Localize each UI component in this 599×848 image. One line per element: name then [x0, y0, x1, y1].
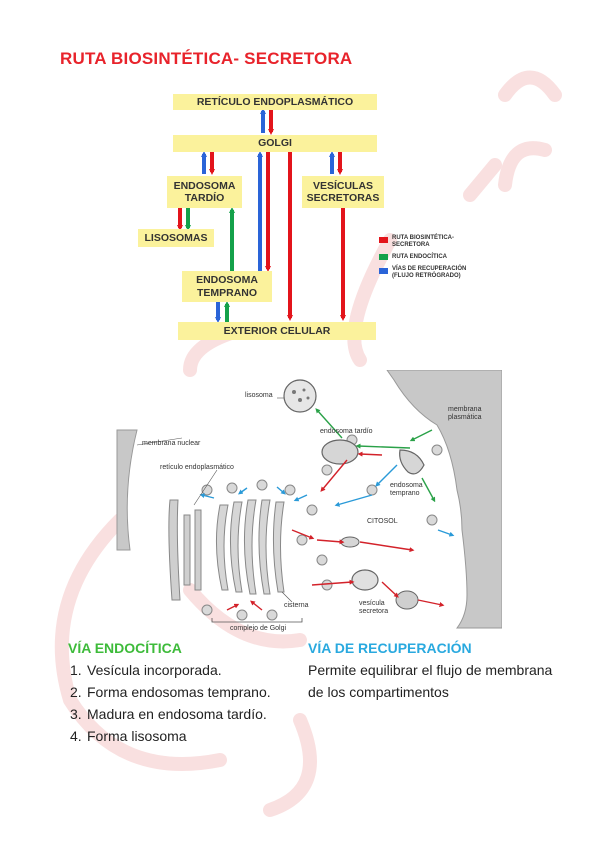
label-vesicula-secretora: vesícula secretora [359, 600, 389, 615]
box-lisosomas: LISOSOMAS [138, 229, 214, 247]
label-membrana-plasmatica: membrana plasmática [448, 406, 482, 421]
label-reticulo: retículo endoplasmático [160, 464, 234, 471]
endocitica-list: 1.Vesícula incorporada. 2.Forma endosoma… [70, 659, 271, 747]
lisosoma-organelle [283, 379, 317, 413]
nuclear-membrane [116, 429, 138, 551]
page-title: RUTA BIOSINTÉTICA- SECRETORA [60, 49, 353, 68]
golgi-bracket [211, 618, 303, 623]
cell-illustration: lisosoma endosoma tardío membrana plasmá… [112, 370, 502, 635]
label-citosol: CITOSOL [367, 518, 398, 525]
box-golgi: GOLGI [173, 135, 377, 152]
list-item: 2.Forma endosomas temprano. [70, 684, 271, 700]
pathway-schematic: RETÍCULO ENDOPLASMÁTICO GOLGI ENDOSOMA T… [130, 86, 480, 348]
label-endosoma-tardio: endosoma tardío [320, 428, 373, 435]
legend-label-biosintetica: RUTA BIOSINTÉTICA-SECRETORA [392, 235, 454, 248]
label-membrana-nuclear: membrana nuclear [142, 440, 201, 447]
label-lisosoma: lisosoma [245, 392, 273, 399]
label-cisterna: cisterna [284, 602, 309, 609]
endosoma-temprano-organelle [399, 449, 425, 475]
list-item: 1.Vesícula incorporada. [70, 662, 222, 678]
plasma-membrane [386, 370, 502, 629]
heading-via-endocitica: VÍA ENDOCÍTICA [68, 640, 182, 656]
label-complejo-golgi: complejo de Golgi [230, 625, 287, 632]
legend-swatch-green [379, 254, 388, 260]
box-vesiculas-secretoras: VESÍCULAS SECRETORAS [302, 176, 384, 208]
endosoma-tardio-organelle [321, 439, 359, 465]
label-endosoma-temprano: endosoma temprano [390, 482, 423, 497]
box-endosoma-temprano: ENDOSOMA TEMPRANO [182, 271, 272, 302]
pathway-arrows [177, 108, 346, 323]
list-item: 3.Madura en endosoma tardío. [70, 706, 267, 722]
heading-via-recuperacion: VÍA DE RECUPERACIÓN [308, 640, 472, 656]
box-exterior-celular: EXTERIOR CELULAR [178, 322, 376, 340]
box-endosoma-tardio: ENDOSOMA TARDÍO [167, 176, 242, 208]
box-reticulo: RETÍCULO ENDOPLASMÁTICO [173, 94, 377, 110]
legend-label-recuperacion: VÍAS DE RECUPERACIÓN (FLUJO RETRÓGRADO) [392, 266, 467, 279]
legend-swatch-blue [379, 268, 388, 274]
legend-label-endocitica: RUTA ENDOCÍTICA [392, 254, 447, 260]
legend-swatch-red [379, 237, 388, 243]
list-item: 4.Forma lisosoma [70, 728, 187, 744]
recuperacion-description: Permite equilibrar el flujo de membrana … [308, 662, 553, 700]
cell-drawing [116, 370, 502, 629]
